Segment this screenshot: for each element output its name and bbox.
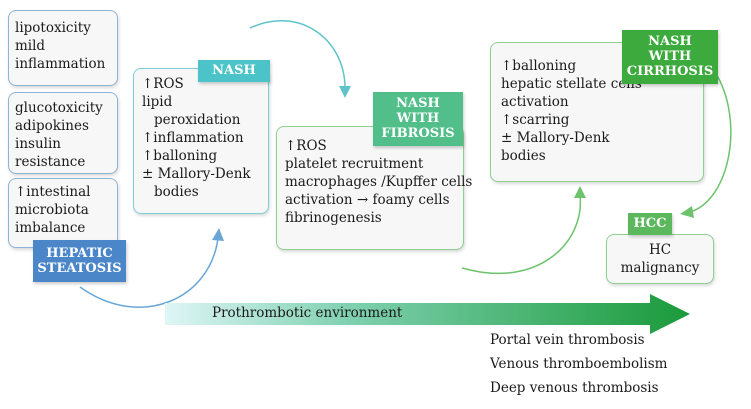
nash-box: ↑ROS lipid peroxidation ↑inflammation ↑b… <box>133 68 269 214</box>
outcome-portal-vein-thrombosis: Portal vein thrombosis <box>490 332 645 348</box>
outcome-venous-thromboembolism: Venous thromboembolism <box>490 356 668 372</box>
hcc-box: HC malignancy <box>606 234 714 284</box>
nash-with-cirrhosis-label: NASH WITH CIRRHOSIS <box>622 30 718 84</box>
arrowhead-nash <box>212 228 224 241</box>
steatosis-box-glucotoxicity: glucotoxicity adipokines insulin resista… <box>8 92 118 174</box>
nash-label: NASH <box>198 60 270 82</box>
nash-with-fibrosis-label: NASH WITH FIBROSIS <box>373 92 463 146</box>
arrow-fibrosis-to-cirrhosis <box>461 195 582 274</box>
fibrosis-box: ↑ROS platelet recruitment macrophages /K… <box>276 126 472 250</box>
arrowhead-cirrhosis <box>574 186 586 198</box>
arrow-steatosis-to-nash <box>79 237 219 308</box>
arrowhead-fibrosis <box>339 86 351 98</box>
hepatic-steatosis-label: HEPATIC STEATOSIS <box>33 240 126 282</box>
prothrombotic-arrow <box>165 294 690 334</box>
steatosis-box-microbiota: ↑intestinal microbiota imbalance <box>8 178 118 248</box>
steatosis-box-lipotoxicity: lipotoxicity mild inflammation <box>8 10 118 86</box>
arrow-cirrhosis-to-hcc <box>689 71 732 213</box>
prothrombotic-environment-label: Prothrombotic environment <box>212 305 403 321</box>
hcc-label: HCC <box>628 213 672 235</box>
outcome-deep-venous-thrombosis: Deep venous thrombosis <box>490 380 659 396</box>
arrow-nash-to-fibrosis <box>249 20 346 89</box>
arrowhead-hcc <box>680 206 694 218</box>
